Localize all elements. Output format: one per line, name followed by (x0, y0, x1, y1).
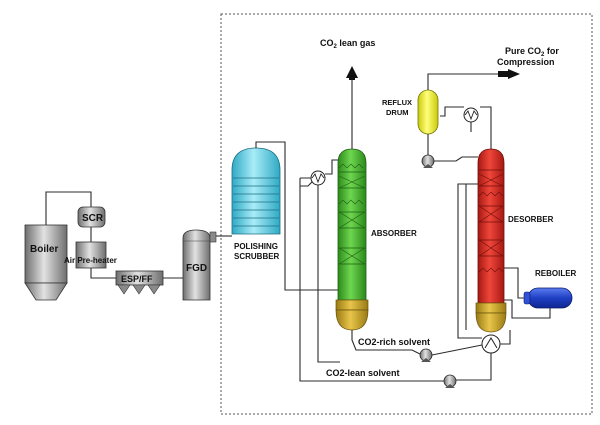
polishing-scrubber-label-line1: POLISHING (234, 242, 278, 251)
boiler-label: Boiler (30, 244, 58, 255)
pure-co2-arrow (508, 69, 520, 79)
reboiler (523, 287, 573, 309)
rich-solvent-pipe (351, 330, 421, 355)
preheater-to-esp-pipe (90, 268, 116, 279)
rich-solvent-pump-icon (419, 348, 433, 362)
pure-co2-label-line2: Compression (497, 57, 555, 67)
reflux-drum-label-line1: REFLUX (382, 98, 412, 107)
exchanger-to-desorber-pipe (500, 330, 511, 345)
lean-gas-arrow-shaft (349, 76, 355, 80)
scrubber-top-pipe (255, 141, 286, 167)
boiler (24, 224, 68, 301)
pure-co2-arrow-shaft (498, 71, 510, 77)
cross-heat-exchanger (481, 334, 501, 354)
fgd-unit (182, 229, 217, 301)
co2-lean-solvent-label: CO2-lean solvent (326, 368, 400, 378)
polishing-scrubber (231, 147, 281, 235)
desorber-label: DESORBER (508, 215, 554, 224)
desorber-column (475, 148, 507, 333)
reflux-drum (417, 89, 439, 135)
reflux-drum-label-line2: DRUM (386, 108, 409, 117)
desorber-overhead-pipe (480, 106, 492, 149)
lean-solvent-cooler (310, 170, 326, 186)
esp-ff-label: ESP/FF (121, 274, 153, 284)
cooler-to-absorber-pipe (325, 159, 338, 175)
air-preheater-label: Air Pre-heater (64, 256, 117, 265)
reboiler-return-pipe (504, 299, 551, 319)
co2-lean-gas-label: CO2 lean gas (320, 38, 375, 50)
absorber-label: ABSORBER (371, 229, 417, 238)
condenser-to-drum-pipe (440, 106, 464, 117)
capture-unit-boundary (220, 13, 593, 415)
lean-solvent-return-pipe (317, 185, 340, 363)
lean-solvent-pipe (456, 353, 492, 381)
overhead-condenser (463, 107, 479, 123)
reboiler-label: REBOILER (535, 269, 577, 278)
pure-co2-pipe (427, 73, 510, 90)
scrubber-to-absorber-gas-pipe (284, 167, 340, 291)
scr-label: SCR (82, 213, 104, 224)
air-preheater (75, 241, 107, 269)
desorber-side-loop (457, 183, 482, 339)
fgd-label: FGD (186, 263, 207, 274)
absorber-column (335, 148, 369, 331)
polishing-scrubber-label-line2: SCRUBBER (234, 252, 280, 261)
desorber-to-reboiler-pipe (504, 267, 524, 299)
co2-rich-solvent-label: CO2-rich solvent (358, 337, 430, 347)
pure-co2-label-line1: Pure CO2 for (505, 46, 559, 58)
reflux-pump-icon (421, 154, 435, 168)
esp-ff-unit (115, 270, 164, 295)
cooler-inlet-loop (300, 177, 313, 187)
boiler-to-scr-pipe (45, 191, 92, 225)
lean-gas-arrow (346, 66, 358, 78)
lean-solvent-pump-icon (443, 374, 457, 388)
lean-solvent-to-absorber-pipe (299, 178, 444, 382)
reflux-to-desorber-pipe (434, 156, 478, 162)
pump-to-exchanger-pipe (431, 344, 483, 356)
